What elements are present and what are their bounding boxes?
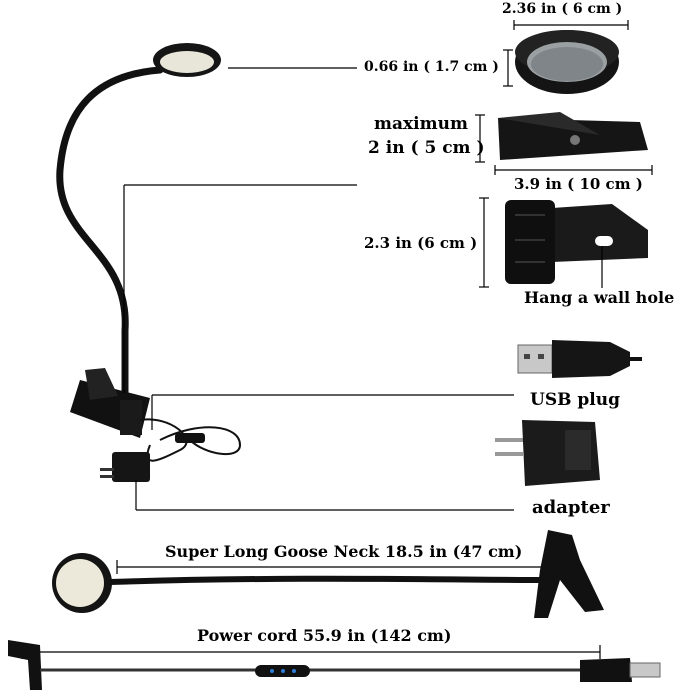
goose-neck-full (52, 530, 604, 618)
usb-plug-detail (517, 340, 642, 378)
head-diameter-label: 2.36 in ( 6 cm ) (502, 1, 623, 17)
usb-plug-label: USB plug (530, 390, 620, 410)
clip-opening-label-line1: maximum (374, 114, 468, 134)
lamp-main (56, 43, 242, 482)
clip-side-detail (498, 112, 648, 160)
clip-length-label: 3.9 in ( 10 cm ) (514, 175, 643, 193)
power-cord-length-label: Power cord 55.9 in (142 cm) (197, 626, 452, 645)
leader-lines (21, 20, 653, 659)
clip-height-label: 2.3 in (6 cm ) (364, 234, 478, 252)
goose-neck-length-label: Super Long Goose Neck 18.5 in (47 cm) (165, 542, 523, 561)
lamp-head-detail (515, 30, 619, 94)
power-cord-full (8, 640, 661, 690)
clip-opening-label-line2: 2 in ( 5 cm ) (368, 138, 485, 158)
clip-front-detail (505, 200, 648, 288)
adapter-label: adapter (532, 497, 610, 518)
head-thickness-label: 0.66 in ( 1.7 cm ) (364, 59, 499, 75)
wall-hole-label: Hang a wall hole (524, 288, 675, 307)
adapter-detail (495, 420, 600, 486)
